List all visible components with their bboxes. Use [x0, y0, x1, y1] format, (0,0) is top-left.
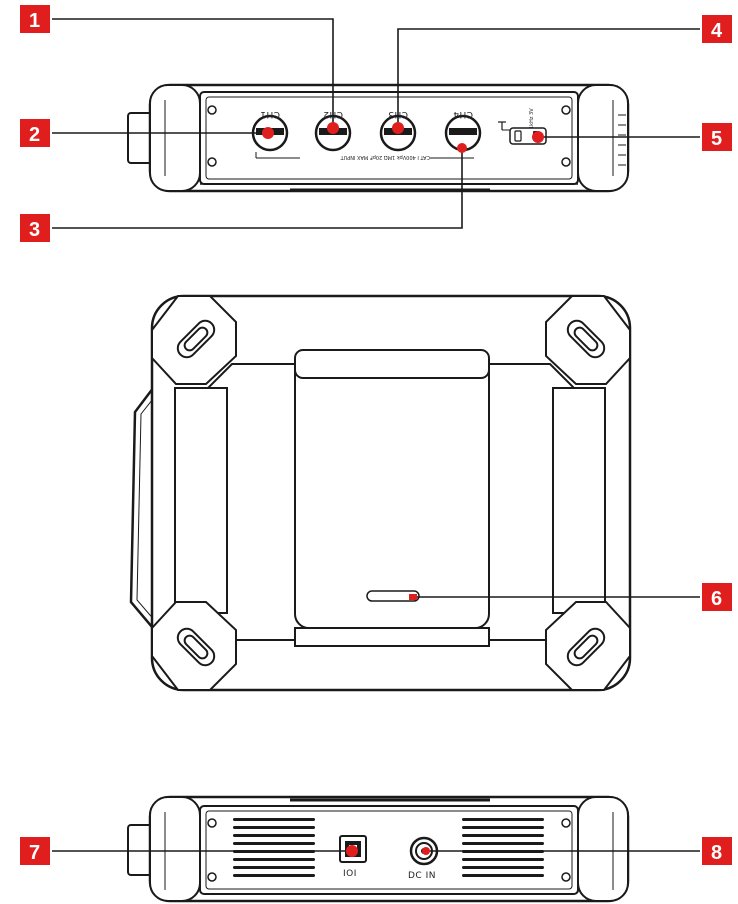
left-vent-grille: [233, 818, 315, 877]
probe-comp-label: 1kHz 3V: [529, 108, 535, 129]
callout-leaders: [52, 18, 700, 852]
callout-number-8: 8: [711, 842, 722, 864]
spec-strip-label: CAT I 400Vpk 1MΩ 20pF MAX INPUT: [340, 154, 430, 160]
ch4-label: CH4: [453, 109, 473, 119]
callout-number-7: 7: [29, 842, 40, 864]
callout-badge-1: 1: [20, 5, 50, 33]
back-corner-bumpers: [151, 295, 631, 691]
callout-endpoints: [262, 122, 544, 857]
kickstand-plate: [294, 349, 490, 629]
callout-badge-6: 6: [702, 583, 732, 611]
back-handle: [129, 374, 164, 641]
status-indicator-slot: [366, 590, 420, 602]
top-right-bumper: [577, 84, 629, 192]
ch1-label: CH1: [260, 109, 280, 119]
back-view: [129, 294, 632, 692]
usb-label: IOI: [343, 869, 357, 879]
callout-badge-3: 3: [20, 214, 50, 242]
dc-in-label: DC IN: [408, 871, 436, 881]
rear-panel-view: IOI DC IN: [127, 795, 630, 903]
top-panel-view: CH1 CH2 CH3 CH4 CAT I 400Vpk 1MΩ 20pF MA…: [127, 83, 630, 193]
callout-badge-2: 2: [20, 119, 50, 147]
top-screws: [207, 105, 571, 167]
top-handle-stub: [127, 112, 153, 164]
callout-badge-7: 7: [20, 837, 50, 865]
rear-handle-stub: [127, 824, 153, 876]
callout-number-2: 2: [29, 124, 40, 146]
callout-number-3: 3: [29, 219, 40, 241]
callout-badge-5: 5: [702, 123, 732, 151]
callout-number-4: 4: [711, 20, 723, 42]
callout-number-6: 6: [711, 588, 722, 610]
callout-badge-8: 8: [702, 837, 732, 865]
callout-number-1: 1: [29, 10, 40, 32]
callout-number-5: 5: [711, 128, 722, 150]
callout-badge-4: 4: [702, 15, 732, 43]
right-vent-grille: [462, 818, 544, 877]
top-bumper-ridges: [618, 114, 626, 166]
top-left-bumper: [149, 84, 201, 192]
